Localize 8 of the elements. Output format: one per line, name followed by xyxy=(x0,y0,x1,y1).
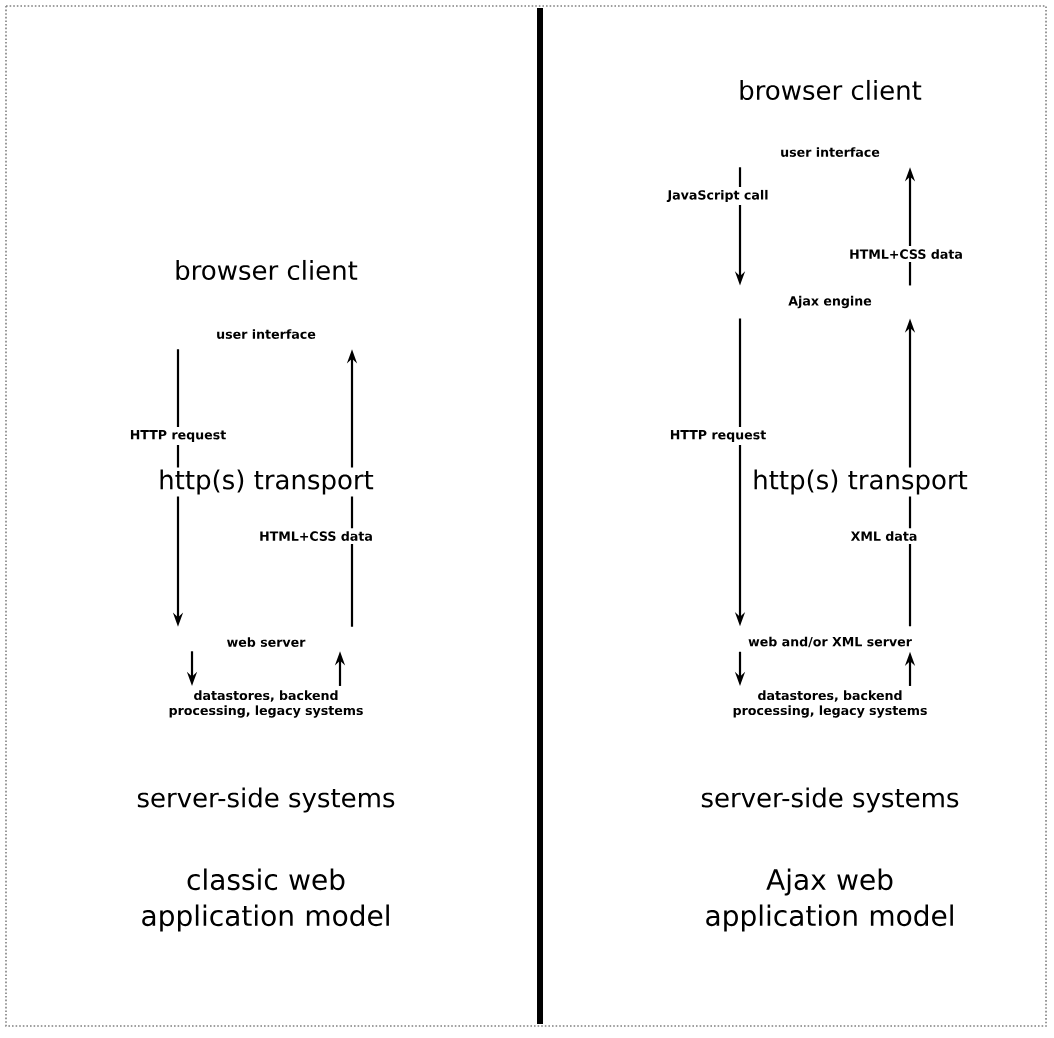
model-title: Ajax web application model xyxy=(706,868,953,932)
heading-text: server-side systems xyxy=(701,787,959,813)
model-title: classic web application model xyxy=(142,868,389,932)
heading-text: browser client xyxy=(740,79,922,101)
transport-label: http(s) transport xyxy=(156,467,376,497)
transport-label: http(s) transport xyxy=(750,467,970,497)
heading-text: browser client xyxy=(176,259,358,281)
heading-text: server-side systems xyxy=(137,787,395,813)
